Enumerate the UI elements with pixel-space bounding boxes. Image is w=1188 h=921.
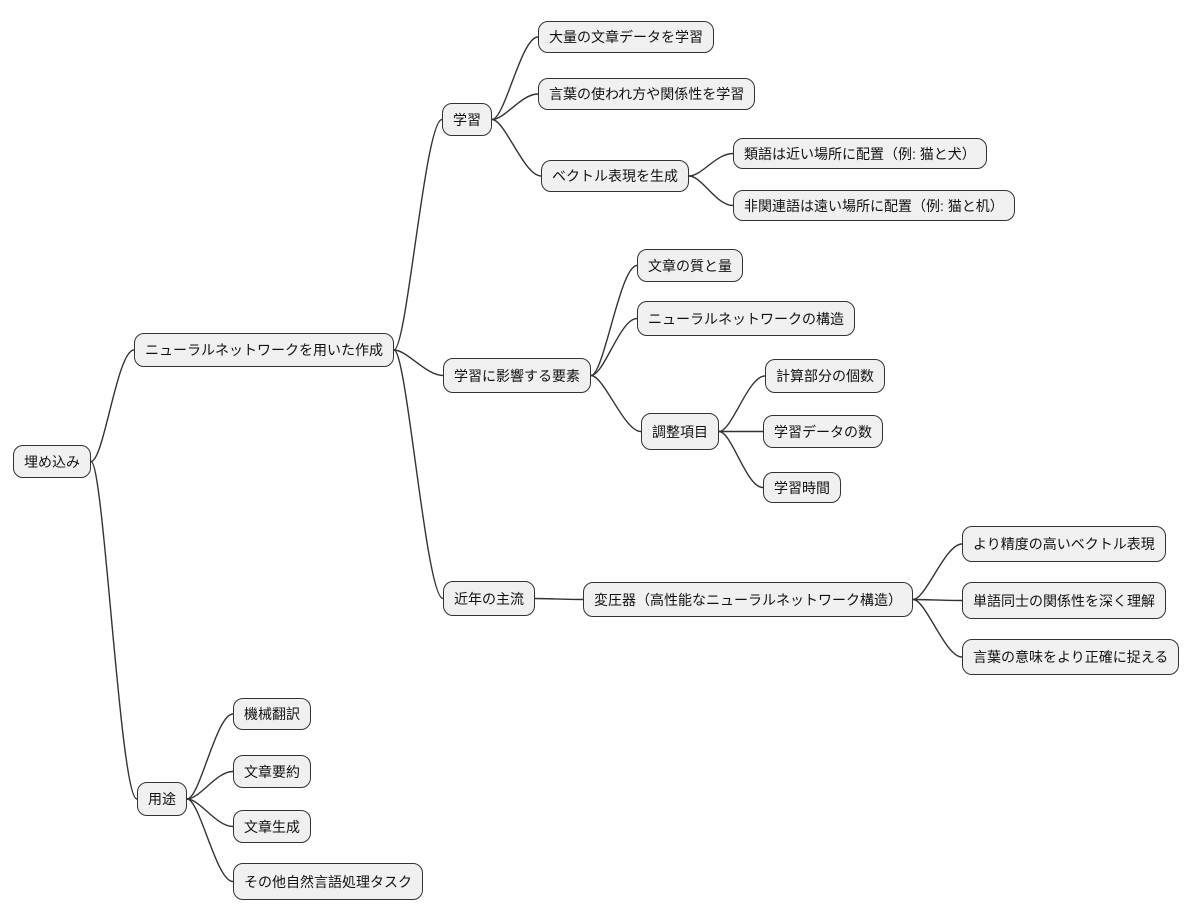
node-deeper-word-relations: 単語同士の関係性を深く理解 <box>962 582 1166 619</box>
edge-c1-to-c1-2 <box>186 798 234 828</box>
edge-c0-1-to-c0-1-1 <box>590 317 638 377</box>
edge-c0-to-c0-0 <box>393 118 443 351</box>
edge-c0-1-2-to-c0-1-2-0 <box>718 375 766 433</box>
node-unrelated-placed-far: 非関連語は遠い場所に配置（例: 猫と机） <box>733 190 1015 221</box>
node-training-data-count: 学習データの数 <box>763 415 883 448</box>
edge-c1-to-c1-0 <box>186 713 234 800</box>
node-network-structure: ニューラルネットワークの構造 <box>637 301 855 336</box>
node-text-quality-quantity: 文章の質と量 <box>637 249 743 282</box>
node-text-summarization: 文章要約 <box>233 755 311 788</box>
node-applications: 用途 <box>137 782 187 816</box>
edge-c0-1-to-c0-1-2 <box>590 374 642 433</box>
node-transformer: 変圧器（高性能なニューラルネットワーク構造） <box>583 582 913 617</box>
node-embedding: 埋め込み <box>13 445 91 478</box>
node-large-text-data: 大量の文章データを学習 <box>538 21 714 53</box>
edge-root-to-c0 <box>90 349 135 463</box>
node-more-precise-vectors: より精度の高いベクトル表現 <box>962 526 1166 562</box>
node-vector-representation: ベクトル表現を生成 <box>541 160 689 192</box>
edge-c0-to-c0-2 <box>393 349 444 600</box>
node-learning: 学習 <box>442 103 492 136</box>
node-machine-translation: 機械翻訳 <box>233 698 311 730</box>
edge-c0-0-2-to-c0-0-2-0 <box>688 152 734 177</box>
edge-c1-to-c1-3 <box>186 798 234 883</box>
node-tuning-items: 調整項目 <box>641 413 719 450</box>
edge-c0-0-to-c0-0-0 <box>491 36 539 121</box>
node-capture-meaning-accurately: 言葉の意味をより正確に捉える <box>962 639 1180 675</box>
edge-c0-2-0-to-c0-2-0-1 <box>912 598 963 602</box>
node-synonyms-placed-near: 類語は近い場所に配置（例: 猫と犬） <box>733 138 987 169</box>
edge-c0-2-0-to-c0-2-0-2 <box>912 598 963 658</box>
edge-c0-0-2-to-c0-0-2-1 <box>688 175 734 207</box>
edge-root-to-c1 <box>90 460 138 800</box>
edge-c0-1-2-to-c0-1-2-2 <box>718 430 764 489</box>
edge-c0-to-c0-1 <box>393 349 444 377</box>
edge-c0-0-to-c0-0-2 <box>491 118 542 177</box>
node-recent-mainstream: 近年の主流 <box>443 581 535 616</box>
node-computation-units-count: 計算部分の個数 <box>765 359 885 393</box>
node-neural-network-creation: ニューラルネットワークを用いた作成 <box>134 333 394 367</box>
node-text-generation: 文章生成 <box>233 810 311 843</box>
edge-c0-1-to-c0-1-0 <box>590 264 638 377</box>
node-training-time: 学習時間 <box>763 472 841 503</box>
node-word-usage-relations: 言葉の使われ方や関係性を学習 <box>538 78 756 110</box>
edge-c0-2-to-c0-2-0 <box>534 597 584 601</box>
edge-c0-2-0-to-c0-2-0-0 <box>912 543 963 601</box>
edge-c1-to-c1-1 <box>186 770 234 800</box>
node-other-nlp-tasks: その他自然言語処理タスク <box>233 863 423 900</box>
node-factors-affecting-learning: 学習に影響する要素 <box>443 358 591 393</box>
edge-c0-0-to-c0-0-1 <box>491 93 539 121</box>
